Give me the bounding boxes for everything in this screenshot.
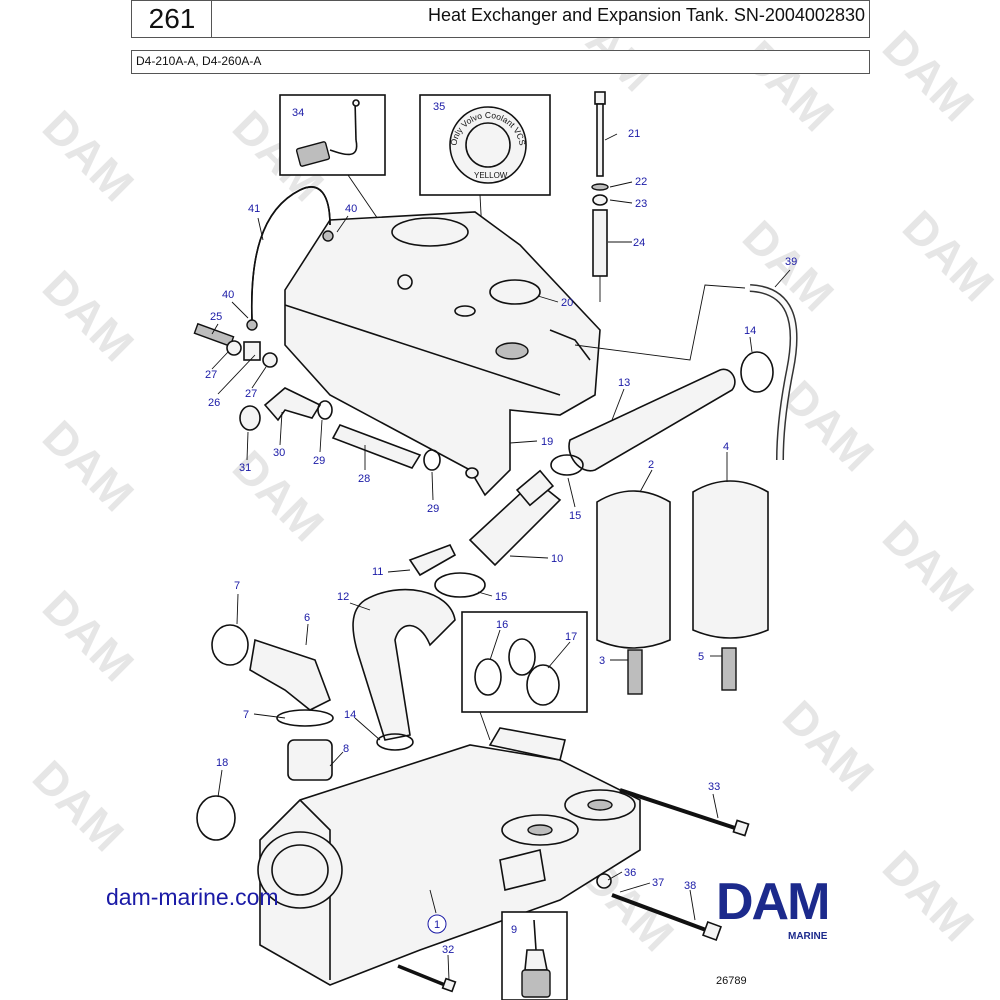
cap-color-text: YELLOW — [474, 171, 508, 180]
callout-label: 7 — [243, 709, 249, 721]
callout-label: 13 — [618, 377, 630, 389]
callout-label: 25 — [210, 311, 222, 323]
callout-label: 31 — [239, 462, 251, 474]
callout-label: 38 — [684, 880, 696, 892]
callout-label: 24 — [633, 237, 645, 249]
drawing-number: 26789 — [716, 975, 747, 987]
brand-logo: DAM — [716, 873, 830, 931]
model-list: D4-210A-A, D4-260A-A — [136, 54, 262, 68]
callout-label: 3 — [599, 655, 605, 667]
hose-39 — [574, 284, 798, 461]
callout-label: 1 — [434, 919, 440, 931]
hose-6 — [211, 624, 334, 781]
fittings-25-27 — [193, 322, 278, 368]
callout-label: 41 — [248, 203, 260, 215]
website-link[interactable]: dam-marine.com — [106, 884, 279, 910]
callout-label: 27 — [245, 388, 257, 400]
callout-label: 14 — [344, 709, 356, 721]
callout-label: 30 — [273, 447, 285, 459]
watermark: DAM — [873, 840, 984, 951]
page-title: Heat Exchanger and Expansion Tank. SN-20… — [428, 5, 865, 25]
callout-label: 22 — [635, 176, 647, 188]
callout-label: 15 — [569, 510, 581, 522]
models-box: D4-210A-A, D4-260A-A — [131, 50, 870, 74]
hose-13 — [550, 351, 774, 476]
watermark: DAM — [873, 20, 984, 131]
callout-label: 27 — [205, 369, 217, 381]
hose-connectors-28-31 — [239, 387, 479, 479]
watermark: DAM — [23, 750, 134, 861]
callout-label: 12 — [337, 591, 349, 603]
callout-label: 32 — [442, 944, 454, 956]
inset-9-sealant — [501, 911, 568, 1000]
callout-label: 40 — [345, 203, 357, 215]
callout-label: 8 — [343, 743, 349, 755]
watermark: DAM — [893, 200, 1000, 311]
cylinder-4 — [692, 480, 769, 691]
callout-label: 6 — [304, 612, 310, 624]
brand-subtitle: MARINE — [788, 931, 828, 942]
page-number-box: 261 — [131, 0, 213, 38]
callout-label: 39 — [785, 256, 797, 268]
callout-label: 29 — [427, 503, 439, 515]
hose-41 — [246, 186, 334, 331]
callout-label: 29 — [313, 455, 325, 467]
callout-label: 9 — [511, 924, 517, 936]
callout-label: 26 — [208, 397, 220, 409]
callout-label: 35 — [433, 101, 445, 113]
long-bolts — [397, 788, 750, 993]
watermark: DAM — [873, 510, 984, 621]
watermark: DAM — [33, 260, 144, 371]
inset-orings — [461, 611, 588, 741]
callout-label: 16 — [496, 619, 508, 631]
callout-label: 34 — [292, 107, 304, 119]
bolt-stack-21-24 — [591, 91, 609, 302]
callout-label: 19 — [541, 436, 553, 448]
callout-label: 40 — [222, 289, 234, 301]
callout-label: 5 — [698, 651, 704, 663]
inset-35-coolant-cap: Only Volvo Coolant VCS YELLOW — [419, 94, 551, 346]
watermark: DAM — [33, 580, 144, 691]
oring-18 — [196, 795, 236, 841]
callout-label: 7 — [234, 580, 240, 592]
expansion-tank — [284, 211, 601, 497]
watermark: DAM — [733, 30, 844, 141]
callout-label: 33 — [708, 781, 720, 793]
leader-lines — [211, 133, 791, 981]
watermark: DAM — [33, 410, 144, 521]
callout-label: 37 — [652, 877, 664, 889]
callout-label: 28 — [358, 473, 370, 485]
heat-exchanger — [257, 727, 641, 986]
title-box: Heat Exchanger and Expansion Tank. SN-20… — [211, 0, 870, 38]
page-number: 261 — [148, 3, 196, 34]
callout-labels: 34 35 21 22 23 24 41 40 40 20 39 25 14 2… — [205, 101, 797, 956]
callout-label: 2 — [648, 459, 654, 471]
callout-label: 14 — [744, 325, 756, 337]
callout-label: 20 — [561, 297, 573, 309]
hose-12 — [352, 588, 456, 751]
callout-label: 10 — [551, 553, 563, 565]
pipe-10 — [408, 469, 562, 598]
callout-label: 18 — [216, 757, 228, 769]
callout-label: 36 — [624, 867, 636, 879]
callout-label: 15 — [495, 591, 507, 603]
inset-34-level-sensor — [279, 94, 386, 223]
callout-label: 4 — [723, 441, 729, 453]
watermark: DAM — [773, 690, 884, 801]
callout-label: 17 — [565, 631, 577, 643]
callout-label: 21 — [628, 128, 640, 140]
callout-label: 23 — [635, 198, 647, 210]
cylinder-2 — [596, 490, 671, 695]
watermark: DAM — [33, 100, 144, 211]
callout-label: 11 — [372, 566, 383, 578]
